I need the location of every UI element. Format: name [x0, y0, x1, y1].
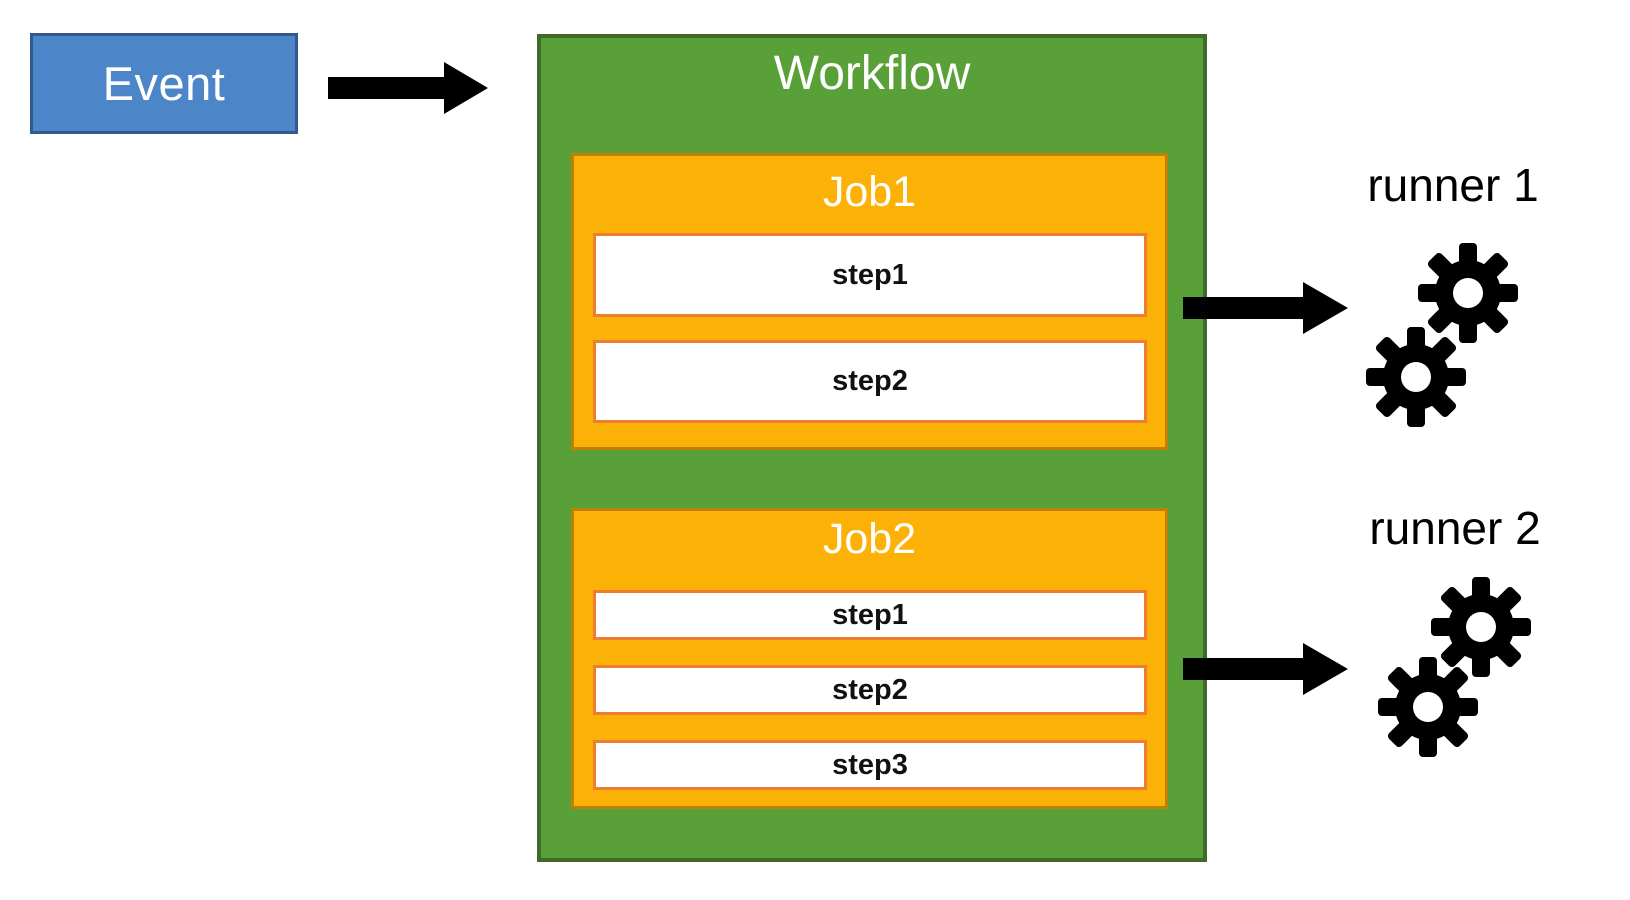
job2-step3-box: step3: [593, 740, 1147, 790]
job2-step2-box: step2: [593, 665, 1147, 715]
gear-icon: [1366, 327, 1466, 427]
job1-step1-box: step1: [593, 233, 1147, 317]
runner2-label: runner 2: [1369, 502, 1541, 554]
runner1-label: runner 1: [1367, 159, 1539, 211]
arrow-to-runner1-icon: [1183, 282, 1348, 334]
job2-box: Job2 step1 step2 step3: [571, 508, 1168, 809]
event-label: Event: [102, 57, 226, 110]
gear-icon: [1431, 577, 1531, 677]
arrow-event-to-workflow-icon: [328, 62, 488, 114]
gear-icon: [1378, 657, 1478, 757]
job2-title: Job2: [822, 515, 917, 563]
arrow-to-runner2-icon: [1183, 643, 1348, 695]
gear-icon: [1418, 243, 1518, 343]
workflow-title: Workflow: [773, 47, 971, 100]
job2-step1-box: step1: [593, 590, 1147, 640]
job1-title: Job1: [822, 168, 917, 216]
event-box: Event: [30, 33, 298, 134]
job1-box: Job1 step1 step2: [571, 153, 1168, 450]
job1-step2-box: step2: [593, 340, 1147, 423]
